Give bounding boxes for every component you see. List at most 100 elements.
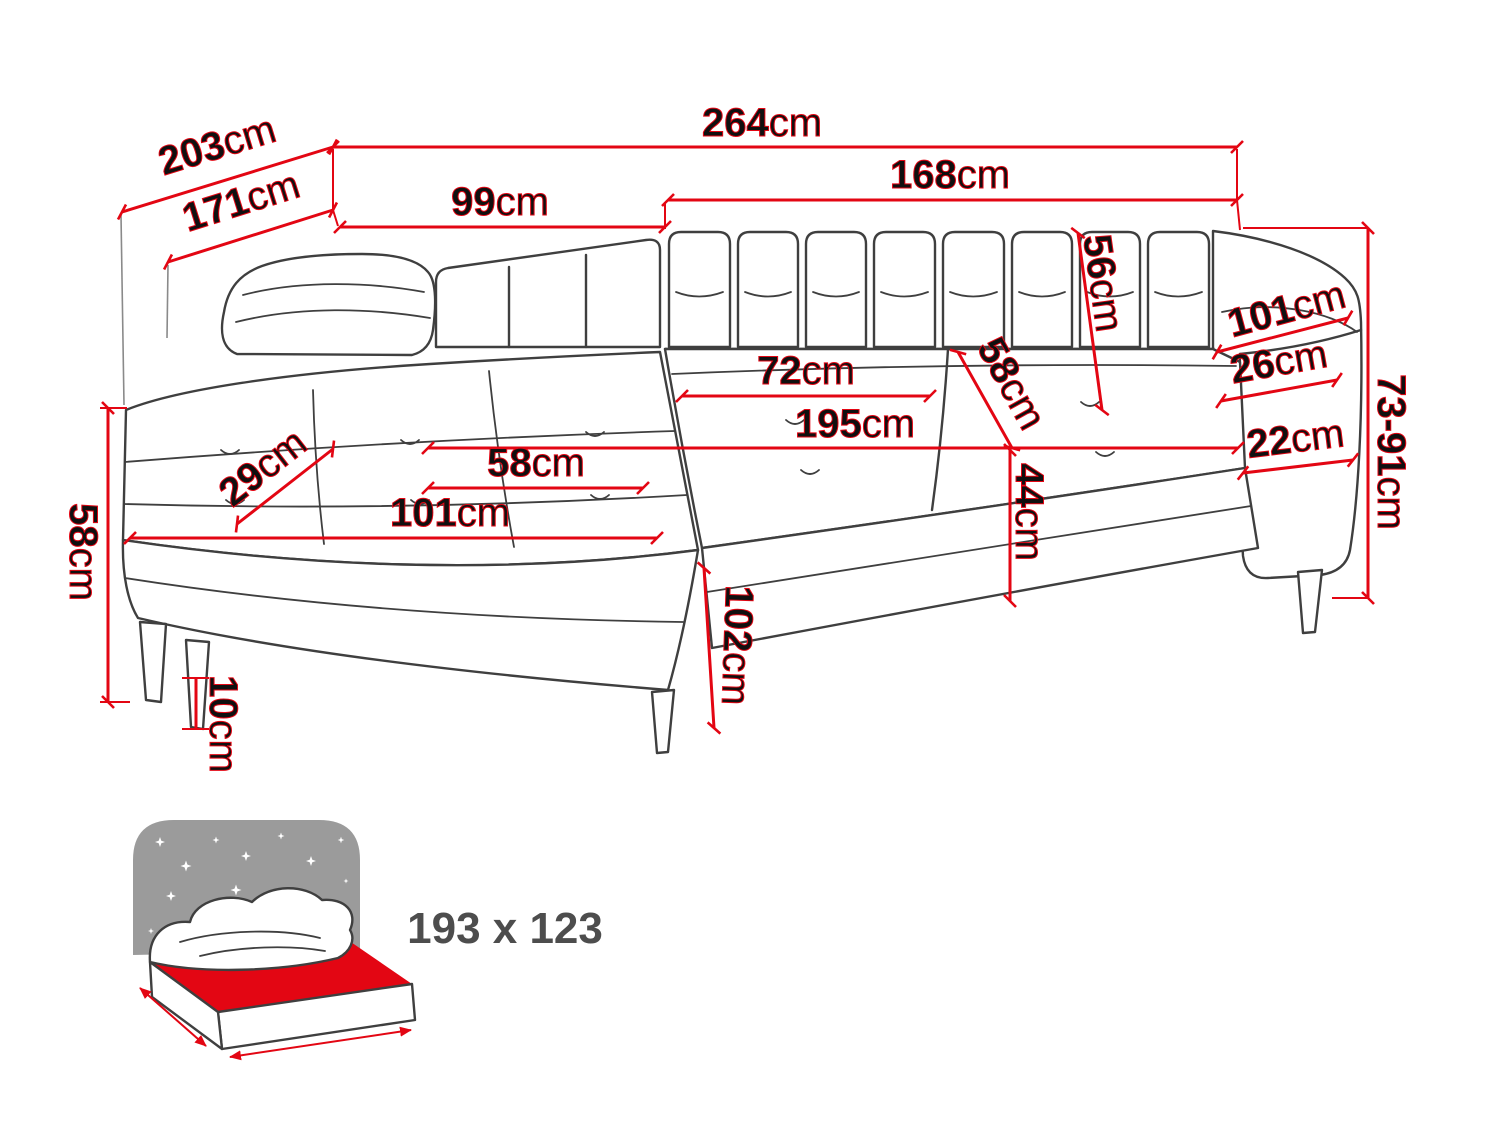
guide-line [120, 214, 125, 406]
dim-unit: cm [217, 107, 281, 165]
dim-value: 101 [390, 491, 457, 535]
dim-total-height-range: 73-91cm [1361, 221, 1414, 605]
dimension-label: 102cm [713, 585, 761, 707]
dim-value: 10 [201, 675, 245, 720]
dim-seat-width: 195cm [421, 402, 1245, 455]
dim-value: 56 [1074, 232, 1124, 282]
dim-value: 168 [890, 153, 957, 197]
sofa-leg [1296, 568, 1324, 635]
back-cushion [804, 230, 868, 349]
dim-value: 264 [702, 101, 769, 145]
dim-seat-front-width: 168cm [661, 153, 1244, 207]
headrest-pillow [220, 252, 437, 357]
dim-value: 73-91 [1369, 374, 1413, 476]
dimension-label: 26cm [1227, 332, 1331, 392]
sleeping-area-icon: 193 x 123 [133, 820, 603, 1061]
dim-value: 99 [451, 180, 496, 224]
duvet-fold [179, 930, 321, 943]
dim-inner-depth: 171cm [162, 162, 339, 271]
dim-unit: cm [1288, 411, 1346, 461]
dim-unit: cm [802, 349, 855, 393]
dim-value: 171 [177, 179, 254, 241]
back-cushion [941, 230, 1006, 349]
dim-unit: cm [61, 548, 105, 601]
dimension-label: 22cm [1244, 411, 1346, 467]
seat-front-panel [700, 466, 1260, 650]
chaise-front-panel [121, 538, 700, 692]
dim-value: 195 [795, 402, 862, 446]
back-cushion [1010, 230, 1074, 349]
dimension-label: 10cm [201, 675, 245, 773]
dimension-line [116, 138, 339, 221]
dimension-label: 44cm [1007, 463, 1051, 561]
dim-value: 102 [715, 585, 761, 653]
dimension-line [234, 440, 336, 533]
dim-chaise-width: 99cm [333, 180, 672, 234]
dim-chaise-length: 101cm [123, 491, 664, 545]
dim-value: 72 [757, 349, 802, 393]
dim-unit: cm [1271, 332, 1331, 385]
sofa-leg [138, 620, 168, 704]
dimension-line [949, 348, 1021, 452]
width-arrow [229, 1026, 412, 1061]
back-cushion [736, 230, 800, 349]
dim-chaise-depth: 102cm [696, 561, 762, 735]
dim-value: 26 [1227, 341, 1278, 392]
back-cushion [667, 230, 732, 349]
backrest-left-section [434, 238, 662, 349]
dimension-label: 264cm [702, 101, 822, 145]
dimension-label: 73-91cm [1369, 374, 1413, 530]
dim-unit: cm [1080, 276, 1131, 335]
dim-unit: cm [957, 153, 1010, 197]
depth-arrow [139, 987, 207, 1047]
sofa-leg [650, 688, 676, 755]
dimension-label: 101cm [390, 491, 510, 535]
back-cushion [872, 230, 937, 349]
headrest-crease [235, 309, 431, 323]
dimension-label: 195cm [795, 402, 915, 446]
guide-lines [120, 214, 169, 406]
sleeping-area-label: 193 x 123 [407, 904, 603, 953]
dimension-label: 58cm [61, 503, 105, 601]
seat-cushion-divider [930, 347, 950, 512]
dimension-line [1236, 452, 1360, 481]
dim-unit: cm [457, 491, 510, 535]
dim-back-cushion-width: 72cm [675, 349, 937, 403]
dimension-label: 168cm [890, 153, 1010, 197]
dimension-line [1215, 372, 1343, 409]
dimension-line [696, 561, 722, 735]
guide-line [166, 264, 169, 339]
bed-size-arrows [139, 987, 412, 1061]
duvet-fold [199, 946, 326, 957]
dim-backrest-height: 56cm [1070, 226, 1132, 417]
dim-value: 22 [1244, 418, 1294, 467]
dim-armrest-top-width: 26cm [1215, 332, 1343, 409]
dim-value: 44 [1007, 463, 1051, 508]
dim-unit: cm [769, 101, 822, 145]
duvet [148, 887, 354, 972]
back-cushion [1146, 230, 1211, 349]
backrest-cushions [663, 230, 1215, 351]
seat-base-contour [706, 505, 1252, 593]
left-back-outline [434, 238, 662, 349]
chaise-base-contour [124, 577, 684, 623]
dim-unit: cm [1007, 508, 1051, 561]
dim-total-width: 264cm [326, 101, 1244, 154]
dim-unit: cm [713, 651, 759, 706]
headrest-crease [242, 283, 425, 296]
dim-unit: cm [201, 720, 245, 773]
dimension-label: 56cm [1074, 232, 1131, 335]
dim-value: 58 [61, 503, 105, 548]
dim-chaise-cushion-width: 58cm [421, 441, 650, 495]
dimension-line [1211, 310, 1354, 360]
dim-unit: cm [862, 402, 915, 446]
dimension-label: 72cm [757, 349, 855, 393]
dimension-label: 99cm [451, 180, 549, 224]
dim-seat-height: 44cm [1003, 443, 1052, 608]
dim-unit: cm [1369, 476, 1413, 529]
headrest-body [220, 252, 437, 357]
dim-unit: cm [496, 180, 549, 224]
dimension-line [162, 201, 339, 271]
